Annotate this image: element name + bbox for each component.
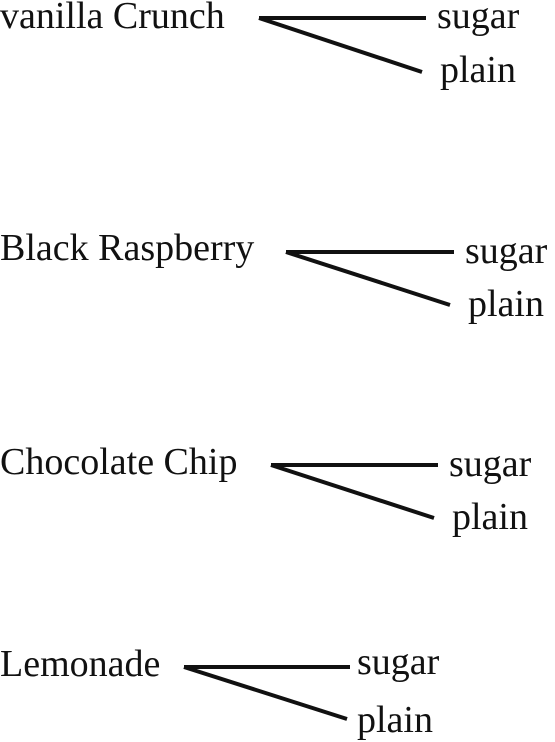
option-label-plain: plain [440,49,516,91]
option-label-sugar: sugar [449,443,532,485]
option-label-sugar: sugar [357,641,440,683]
branch-line-plain [285,250,451,307]
tree-group-vanilla-crunch: vanilla Crunch sugar plain [0,0,520,91]
tree-group-chocolate-chip: Chocolate Chip sugar plain [0,441,532,538]
flavor-label: Lemonade [0,643,160,685]
tree-group-lemonade: Lemonade sugar plain [0,641,440,741]
option-label-sugar: sugar [437,0,520,37]
flavor-label: Chocolate Chip [0,441,237,483]
tree-group-black-raspberry: Black Raspberry sugar plain [0,227,548,325]
branch-line-plain [270,463,435,520]
branch-line-plain [183,665,348,721]
option-label-sugar: sugar [465,230,548,272]
branch-line-plain [258,16,423,74]
option-label-plain: plain [452,496,528,538]
flavor-label: Black Raspberry [0,227,254,269]
flavor-label: vanilla Crunch [0,0,225,37]
option-label-plain: plain [357,699,433,741]
option-label-plain: plain [468,283,544,325]
